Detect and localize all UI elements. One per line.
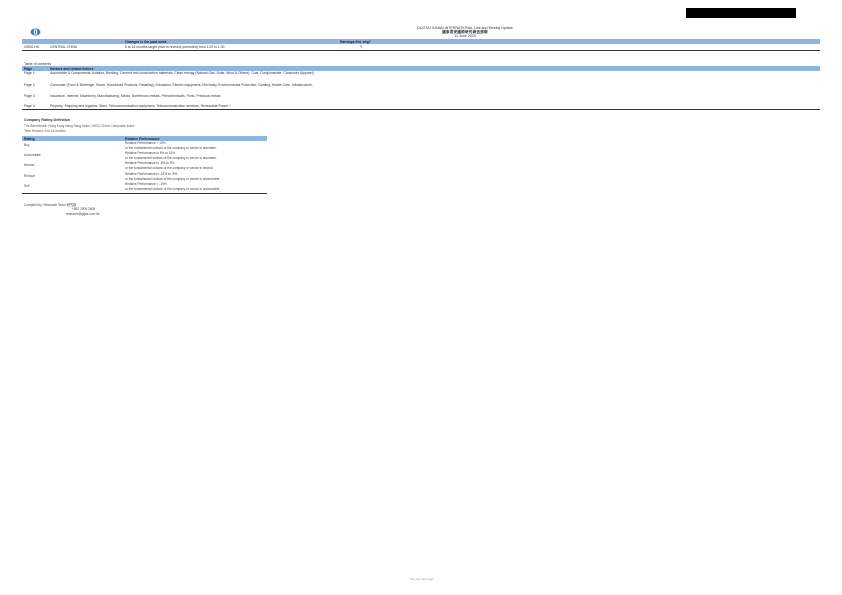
perf-col-header: Relative Performance: [125, 136, 160, 141]
changes-header: Changes in the past week: [125, 39, 167, 44]
toc-header: Page Sectors and related tickers: [22, 66, 820, 71]
toc-row-sectors[interactable]: Automobile & Components, Aviation, Banki…: [50, 71, 314, 75]
toc-title: Table of contents: [24, 62, 52, 66]
rating-name: Reduce: [24, 174, 35, 178]
rating-perf: Relative Performance is -5% to 5%: [125, 161, 175, 165]
changes-row-earnings: Y: [360, 45, 363, 49]
toc-row-sectors[interactable]: Property, Shipping and logistics, Steel,…: [50, 104, 232, 108]
company-logo-icon: [30, 28, 41, 36]
rating-horizon: Time Horizon: 6 to 18 months: [24, 129, 66, 133]
toc-row-sectors[interactable]: Consumer (Food & Beverage, Home, Househo…: [50, 83, 313, 87]
redaction-bar: [686, 8, 796, 18]
rating-note: or the fundamental outlook of the compan…: [125, 166, 214, 170]
contact-phone: +852 2509 2605: [72, 207, 96, 211]
toc-row-sectors[interactable]: Insurance, Internet, Machinery, Manufact…: [50, 94, 221, 98]
toc-row-page[interactable]: Page 2: [24, 83, 35, 87]
rating-name: Accumulate: [24, 153, 41, 157]
rating-name: Buy: [24, 143, 30, 147]
rating-name: Sell: [24, 184, 30, 188]
contact-email[interactable]: research@gtjas.com.hk: [66, 212, 100, 216]
toc-sectors-header: Sectors and related tickers: [50, 66, 94, 71]
changes-table-bottom-rule: [22, 49, 820, 51]
rating-note: or the fundamental outlook of the compan…: [125, 156, 217, 160]
rating-perf: Relative Performance is 5% to 15%: [125, 151, 176, 155]
rating-perf: Relative Performance is -15% to -5%: [125, 172, 178, 176]
rating-perf: Relative Performance < -15%: [125, 182, 167, 186]
toc-row-page[interactable]: Page 1: [24, 71, 35, 75]
changes-row-company: CENTRAL CHINA: [50, 45, 78, 49]
report-title-block: GUOTAI JUNAN INTERNATIONAL Link and Week…: [340, 26, 590, 39]
toc-page-header: Page: [24, 66, 33, 71]
earnings-header: Earnings Est. chg?: [340, 39, 371, 44]
report-title-en: GUOTAI JUNAN INTERNATIONAL Link and Week…: [417, 26, 513, 30]
report-date: 11 June 2024: [454, 34, 476, 39]
contact-compiler: Compiled by: Research Team 研究部: [24, 203, 77, 207]
changes-row-code: 03933 HK: [24, 45, 40, 49]
rating-note: or the fundamental outlook of the compan…: [125, 187, 221, 191]
page-footer: See the last page: [410, 577, 434, 581]
changes-row-change: 6 to 16 months target price is revised (…: [125, 45, 225, 49]
rating-title: Company Rating Definition: [24, 118, 71, 122]
rating-note: or the fundamental outlook of the compan…: [125, 177, 221, 181]
changes-table-header: Changes in the past week Earnings Est. c…: [22, 39, 820, 44]
toc-row-page[interactable]: Page 3: [24, 94, 35, 98]
toc-bottom-rule: [22, 108, 820, 110]
rating-table-header: Rating Relative Performance: [22, 136, 267, 141]
rating-col-header: Rating: [24, 136, 35, 141]
rating-bottom-rule: [22, 192, 267, 194]
report-title-cn: 國泰君安國際研究報告週報: [442, 30, 488, 35]
rating-name: Neutral: [24, 163, 35, 167]
rating-perf: Relative Performance > 15%: [125, 141, 166, 145]
rating-benchmark: The Benchmark: Hong Kong Hang Seng Index…: [24, 124, 135, 128]
rating-note: or the fundamental outlook of the compan…: [125, 146, 217, 150]
toc-row-page[interactable]: Page 4: [24, 104, 35, 108]
